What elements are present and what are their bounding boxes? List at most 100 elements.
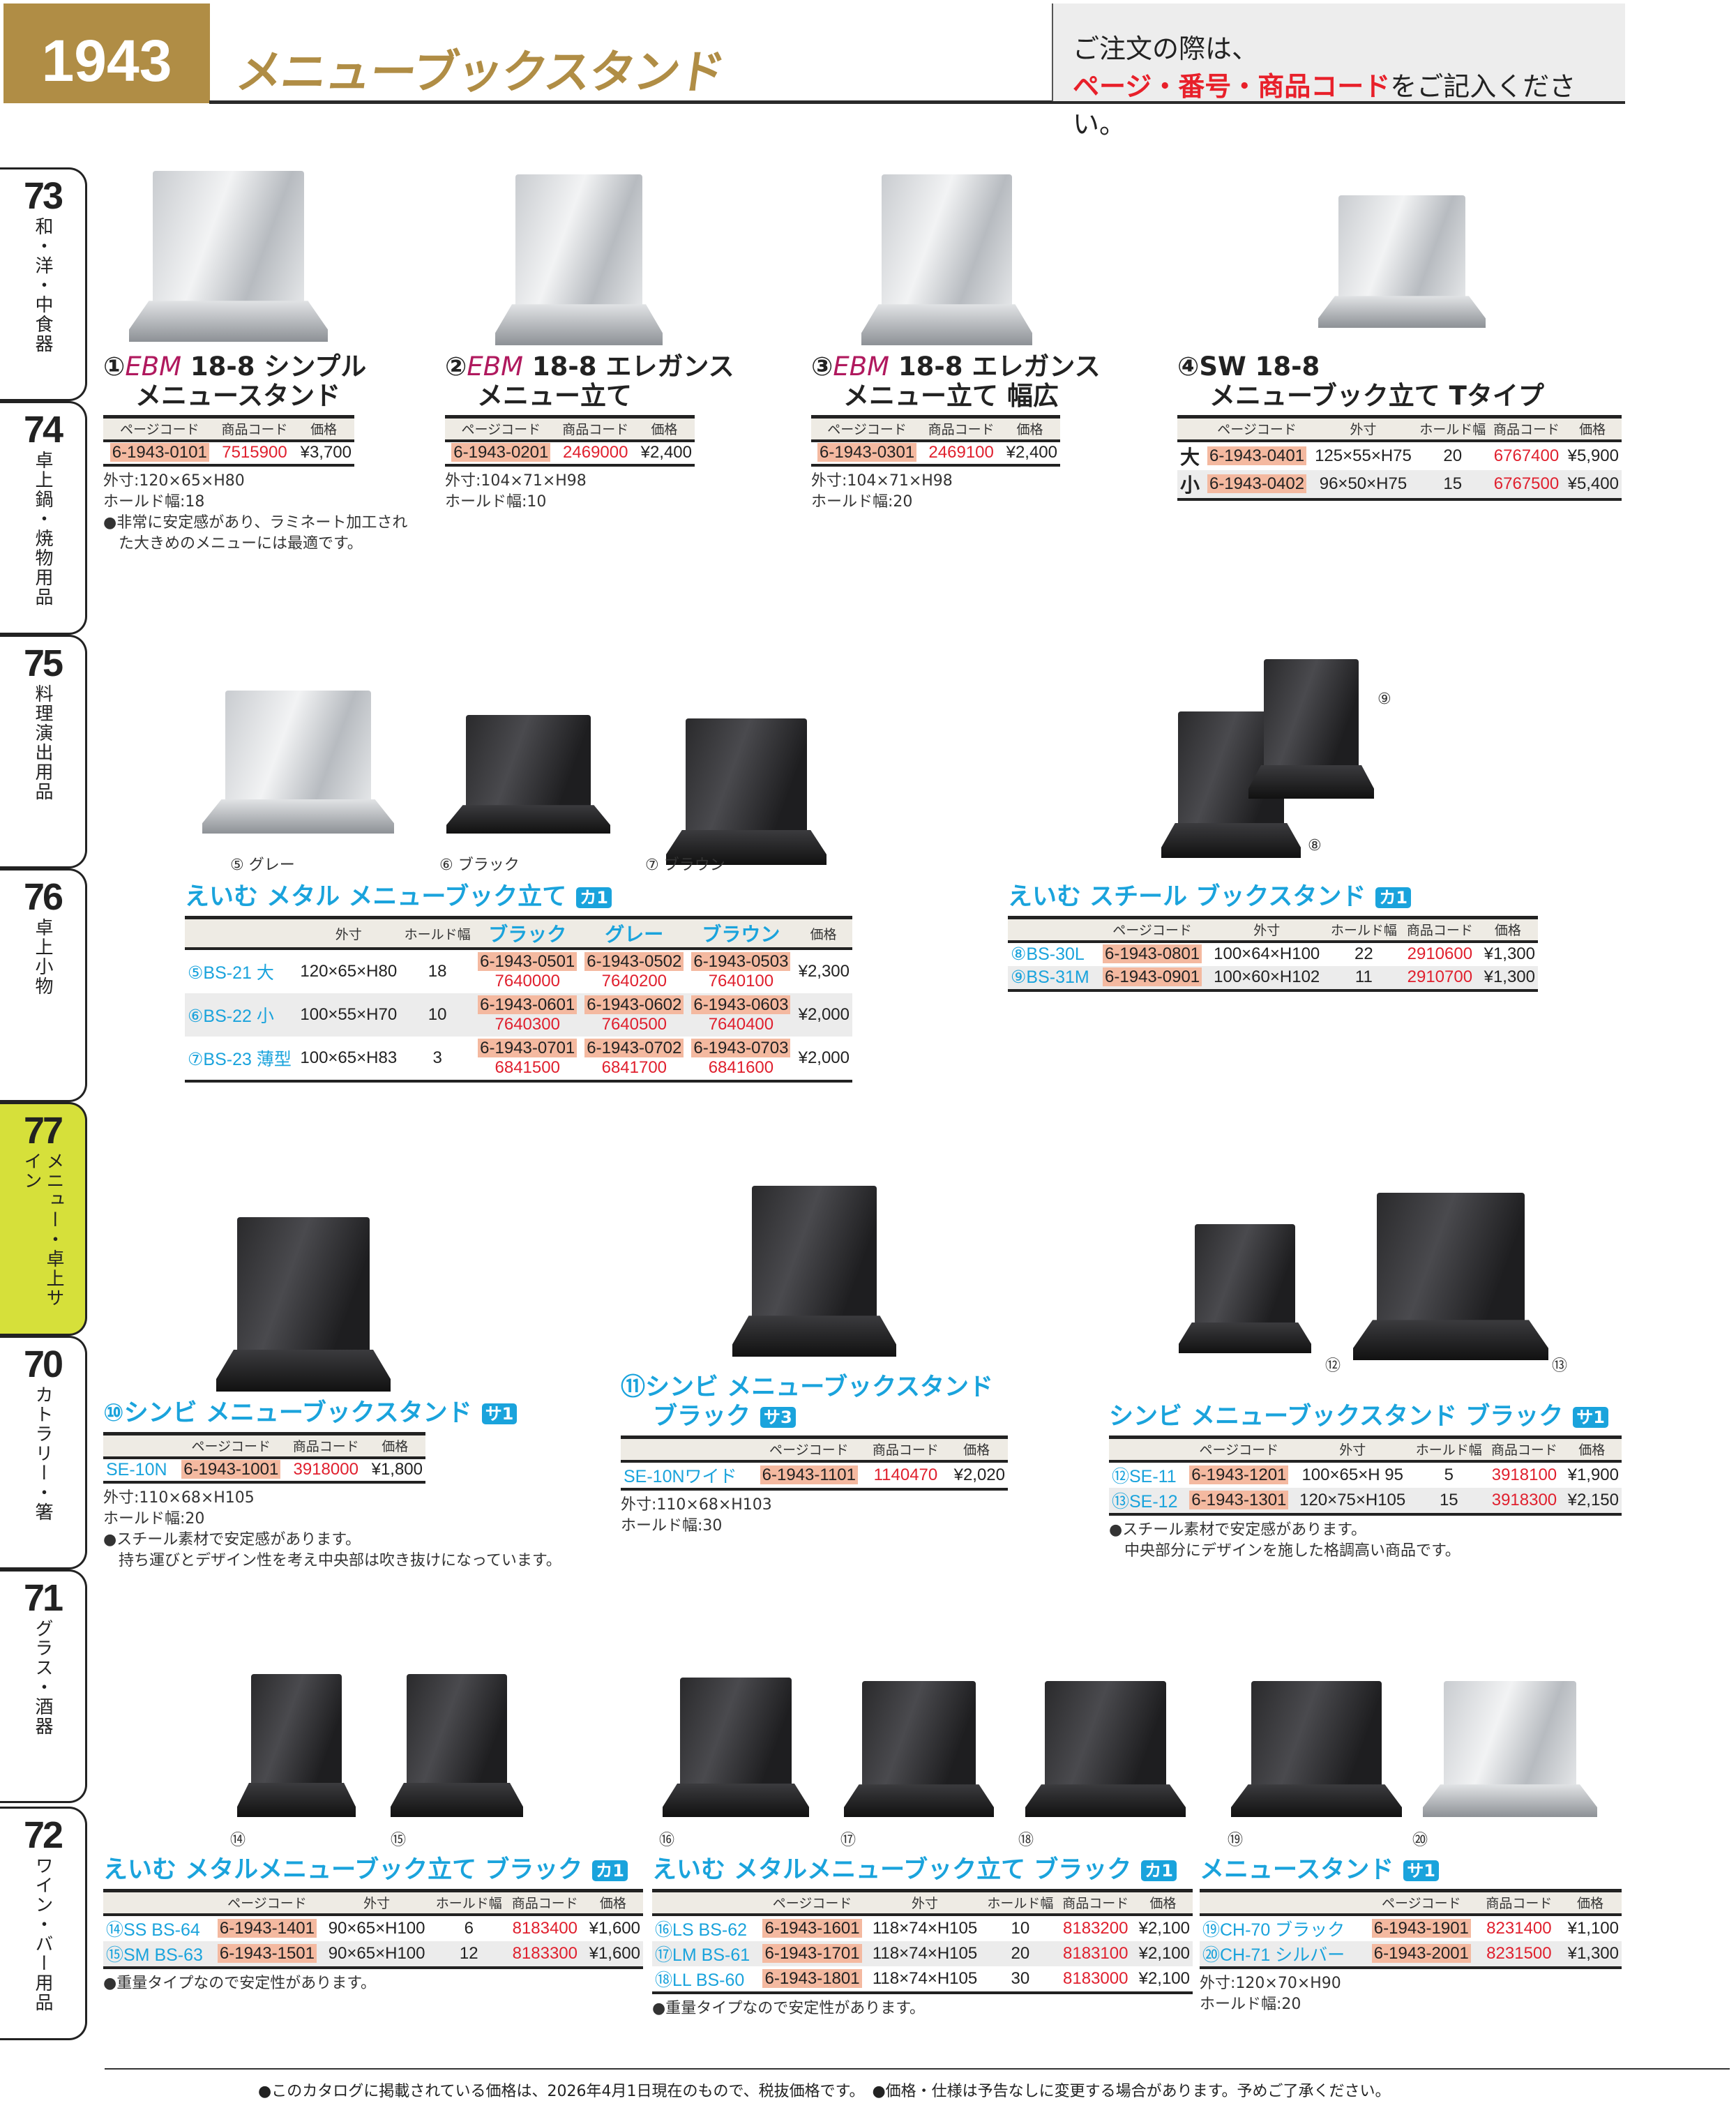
price: ¥2,400 bbox=[1006, 443, 1057, 462]
price: ¥1,800 bbox=[371, 1460, 423, 1479]
column-header bbox=[103, 1890, 212, 1916]
tab-number: 74 bbox=[23, 409, 63, 451]
column-header: ホールド幅 bbox=[1415, 416, 1490, 442]
page-code: 6-1943-1301 bbox=[1189, 1490, 1289, 1509]
page-code: 6-1943-1501 bbox=[217, 1943, 317, 1963]
tab-label: グラス・酒器 bbox=[32, 1619, 53, 1736]
product-code: 7515900 bbox=[222, 443, 287, 462]
spec-value: 100×64×H100 bbox=[1214, 944, 1320, 963]
stand-back-panel bbox=[406, 1674, 508, 1786]
stand-back-panel bbox=[680, 1678, 792, 1786]
column-header: 外寸 bbox=[1294, 1437, 1412, 1463]
page-code: 6-1943-0702 bbox=[584, 1039, 684, 1057]
product-code: 8183000 bbox=[1063, 1968, 1129, 1988]
stand-back-panel bbox=[1251, 1681, 1382, 1788]
brand-name: EBM bbox=[833, 352, 890, 382]
page-code: 6-1943-1601 bbox=[762, 1918, 862, 1938]
model-name: 小 bbox=[1177, 469, 1203, 499]
product-code: 8231400 bbox=[1486, 1918, 1552, 1938]
product-image bbox=[1423, 1681, 1597, 1817]
tab-number: 77 bbox=[23, 1110, 63, 1152]
page-code: 6-1943-1001 bbox=[181, 1460, 281, 1479]
order-note-line2: ページ・番号・商品コードをご記入ください。 bbox=[1073, 68, 1625, 143]
price: ¥2,300 bbox=[798, 962, 850, 981]
title-text: えいむ メタル メニューブック立て bbox=[185, 883, 567, 911]
stand-back-panel bbox=[237, 1217, 370, 1353]
title-text: 18-8 エレガンス bbox=[898, 352, 1101, 382]
price: ¥2,100 bbox=[1138, 1918, 1190, 1938]
stand-back-panel bbox=[1444, 1681, 1576, 1788]
title-line: メニュースタンドサ1 bbox=[1200, 1855, 1622, 1885]
page-code-line: 6-1943-0502 bbox=[584, 952, 685, 972]
title-text: メニュー立て bbox=[477, 381, 632, 411]
tab-label: 卓上小物 bbox=[32, 918, 53, 996]
product-title: えいむ スチール ブックスタンドカ1 bbox=[1008, 882, 1538, 912]
price: ¥2,150 bbox=[1562, 1487, 1622, 1514]
stand-base bbox=[391, 1782, 523, 1817]
tab-label: カトラリー・箸 bbox=[32, 1385, 53, 1522]
page-code: 6-1943-1901 bbox=[1371, 1918, 1471, 1938]
page-code-line: 6-1943-0603 bbox=[690, 995, 792, 1015]
product-image bbox=[666, 718, 827, 865]
stand-back-panel bbox=[225, 691, 371, 802]
stand-base bbox=[1231, 1784, 1402, 1817]
spec-value: 3 bbox=[432, 1048, 442, 1067]
title-line: ②EBM 18-8 エレガンス bbox=[445, 352, 734, 382]
tab-number: 70 bbox=[23, 1343, 63, 1385]
column-header: ブラック bbox=[474, 917, 581, 950]
spec-value: 12 bbox=[430, 1941, 507, 1968]
column-header: ホールド幅 bbox=[1411, 1437, 1487, 1463]
note-line: ●重量タイプなので安定性があります。 bbox=[103, 1974, 376, 1992]
product-code: 1140470 bbox=[873, 1465, 938, 1484]
item-number: ④ bbox=[1177, 352, 1200, 382]
column-header: ホールド幅 bbox=[400, 917, 474, 950]
spec-value: 5 bbox=[1444, 1465, 1454, 1484]
product-image bbox=[1025, 1681, 1186, 1817]
product-image bbox=[391, 1674, 523, 1817]
page-code: 6-1943-1101 bbox=[760, 1465, 858, 1484]
tab-label: 料理演出用品 bbox=[32, 684, 53, 801]
column-header: 外寸 bbox=[322, 1890, 431, 1916]
product-code: 8183200 bbox=[1063, 1918, 1129, 1938]
column-header: ページコード bbox=[811, 416, 923, 442]
tab-number: 73 bbox=[23, 175, 63, 217]
page-code-line: 6-1943-0602 bbox=[584, 995, 685, 1015]
table-header-row: ページコード外寸ホールド幅商品コード価格 bbox=[652, 1890, 1193, 1916]
column-header: 商品コード bbox=[1489, 416, 1564, 442]
page-code: 6-1943-2001 bbox=[1371, 1943, 1471, 1963]
column-header: 価格 bbox=[1477, 917, 1538, 943]
tab-label: 卓上鍋・焼物用品 bbox=[32, 451, 53, 607]
stand-back-panel bbox=[1338, 195, 1466, 299]
title-text: 18-8 エレガンス bbox=[531, 352, 734, 382]
stand-base bbox=[1179, 1322, 1311, 1353]
product-code: 2469000 bbox=[563, 443, 628, 462]
price: ¥3,700 bbox=[300, 443, 352, 462]
image-label: ⑲ bbox=[1228, 1832, 1244, 1849]
spec-value: 118×74×H105 bbox=[872, 1968, 978, 1988]
page-code-cell: 6-1943-0402 bbox=[1202, 469, 1311, 499]
